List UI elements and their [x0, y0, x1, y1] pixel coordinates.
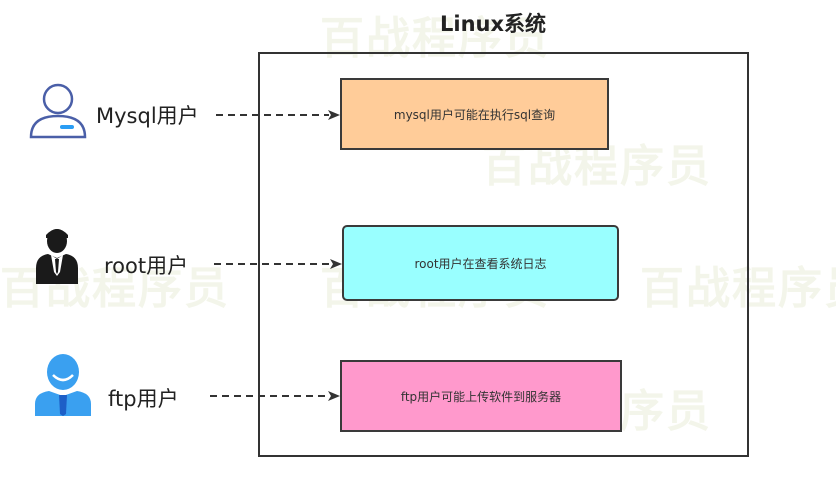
root-arrow — [214, 259, 342, 269]
blue-user-icon — [33, 352, 93, 422]
ftp-action-text: ftp用户可能上传软件到服务器 — [400, 389, 562, 404]
diagram-title: Linux系统 — [440, 12, 547, 36]
ftp-action-box: ftp用户可能上传软件到服务器 — [340, 360, 622, 432]
root-user-label: root用户 — [104, 254, 189, 278]
mysql-action-box: mysql用户可能在执行sql查询 — [340, 78, 609, 150]
watermark: 百战程序员 — [640, 263, 836, 314]
linux-system-box — [258, 52, 749, 457]
watermark: 百战程序员 — [320, 13, 550, 64]
mysql-action-text: mysql用户可能在执行sql查询 — [393, 107, 556, 122]
root-action-text: root用户在查看系统日志 — [414, 256, 547, 271]
ftp-user-label: ftp用户 — [108, 387, 179, 411]
suit-user-icon — [34, 224, 80, 290]
mysql-user-label: Mysql用户 — [96, 104, 199, 128]
ftp-arrow — [210, 391, 340, 401]
user-outline-icon — [28, 82, 88, 144]
root-action-box: root用户在查看系统日志 — [342, 225, 619, 301]
mysql-arrow — [216, 110, 340, 120]
